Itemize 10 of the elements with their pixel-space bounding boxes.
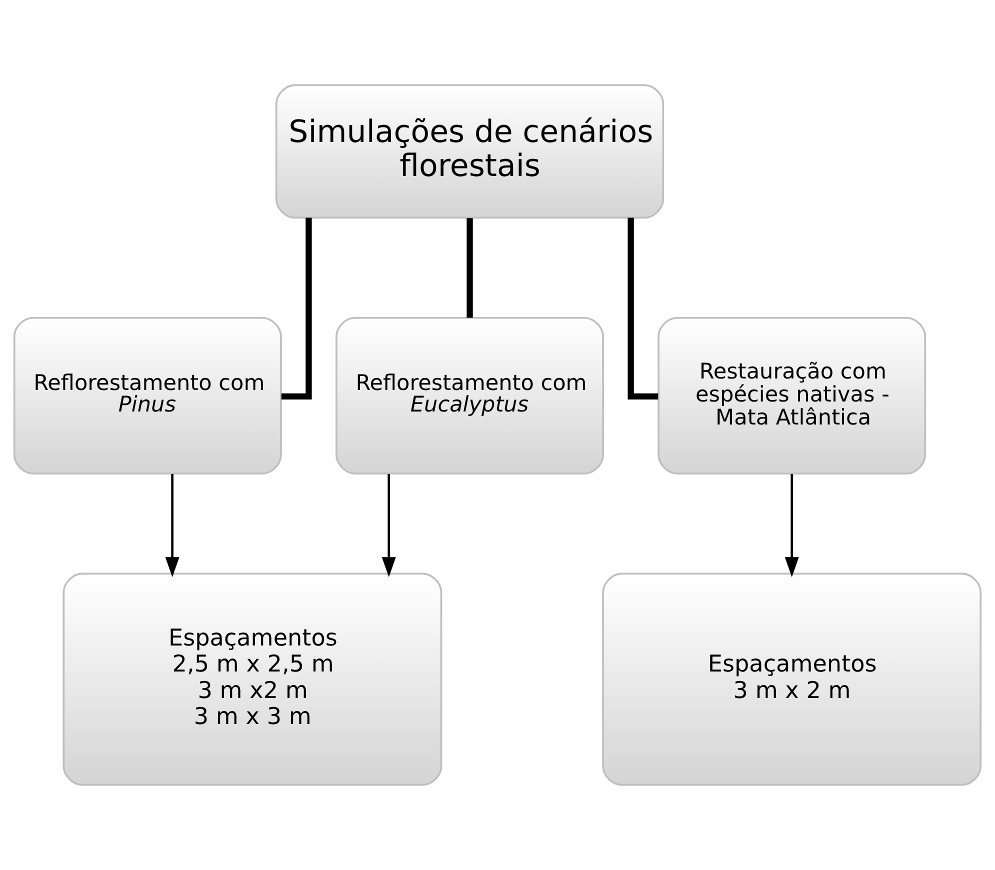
connector (466, 218, 473, 318)
node-box: Reflorestamento com Eucalyptus (336, 316, 604, 474)
node-box: Restauração com espécies nativas - Mata Atlântica (658, 316, 926, 474)
node-box: Simulações de cenários florestais (275, 84, 664, 219)
arrow (382, 474, 396, 578)
node-box: Espaçamentos 2,5 m x 2,5 m 3 m x2 m 3 m x 3 m (62, 572, 442, 786)
arrow (165, 474, 180, 578)
node-box: Espaçamentos 3 m x 2 m (602, 572, 982, 786)
arrow (784, 474, 799, 578)
node-box: Reflorestamento com Pinus (13, 316, 282, 474)
